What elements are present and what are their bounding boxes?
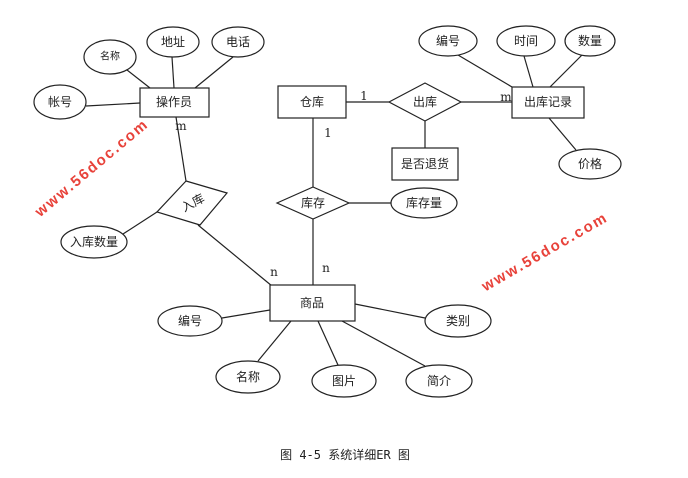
attr-operator-account: 帐号 [33, 84, 87, 120]
attr-operator-name: 名称 [83, 39, 137, 75]
cardinality-label: m [500, 90, 512, 104]
attr-product-picture: 图片 [311, 364, 377, 398]
relationship-outbound: 出库 [387, 82, 463, 122]
attr-label: 名称 [100, 50, 120, 63]
attr-label: 编号 [436, 33, 460, 48]
attr-label: 数量 [578, 33, 602, 48]
attr-stock-amount: 库存量 [390, 187, 458, 219]
attr-product-category: 类别 [424, 304, 492, 338]
attr-label: 图片 [332, 374, 356, 388]
attr-label: 电话 [226, 35, 250, 49]
attr-label: 价格 [578, 156, 602, 171]
attr-product-id: 编号 [157, 305, 223, 337]
attr-record-price: 价格 [558, 148, 622, 180]
entity-warehouse: 仓库 [277, 85, 347, 119]
attr-operator-phone: 电话 [211, 26, 265, 58]
cardinality-label: n [270, 265, 278, 279]
relationship-stock: 库存 [275, 186, 351, 220]
attr-operator-address: 地址 [146, 26, 200, 58]
attr-record-time: 时间 [496, 25, 556, 57]
attr-label: 库存量 [406, 195, 442, 210]
entity-label: 操作员 [156, 94, 192, 109]
relationship-label: 库存 [301, 195, 325, 210]
relationship-inbound: 入库 [155, 180, 229, 226]
attr-inbound-quantity: 入库数量 [60, 225, 128, 259]
watermark: www.56doc.com [31, 116, 152, 222]
connector-lines [85, 54, 583, 367]
entity-label: 仓库 [300, 94, 324, 109]
attr-record-quantity: 数量 [564, 25, 616, 57]
attr-record-id: 编号 [418, 25, 478, 57]
attr-label: 类别 [446, 314, 470, 328]
attr-label: 地址 [161, 35, 185, 49]
entity-outbound-record: 出库记录 [511, 86, 585, 119]
cardinality-label: m [175, 119, 187, 133]
figure-caption: 图 4-5 系统详细ER 图 [280, 447, 410, 462]
attr-label: 时间 [514, 34, 538, 48]
attr-product-intro: 简介 [405, 364, 473, 398]
entity-label: 是否退货 [401, 156, 449, 171]
entity-label: 出库记录 [524, 94, 572, 109]
cardinality-label: n [322, 261, 330, 275]
cardinality-label: 1 [324, 126, 332, 140]
attr-label: 入库数量 [70, 234, 118, 249]
attr-product-name: 名称 [215, 360, 281, 394]
attr-label: 帐号 [48, 94, 72, 109]
entity-return-flag: 是否退货 [391, 147, 459, 181]
entity-product: 商品 [269, 284, 356, 322]
watermark: www.56doc.com [478, 209, 611, 296]
attr-label: 简介 [427, 374, 451, 388]
entity-label: 商品 [300, 295, 324, 310]
cardinality-label: 1 [360, 89, 368, 103]
entity-operator: 操作员 [139, 87, 210, 118]
attr-label: 名称 [236, 369, 260, 384]
relationship-label: 出库 [413, 94, 437, 109]
attr-label: 编号 [178, 313, 202, 328]
